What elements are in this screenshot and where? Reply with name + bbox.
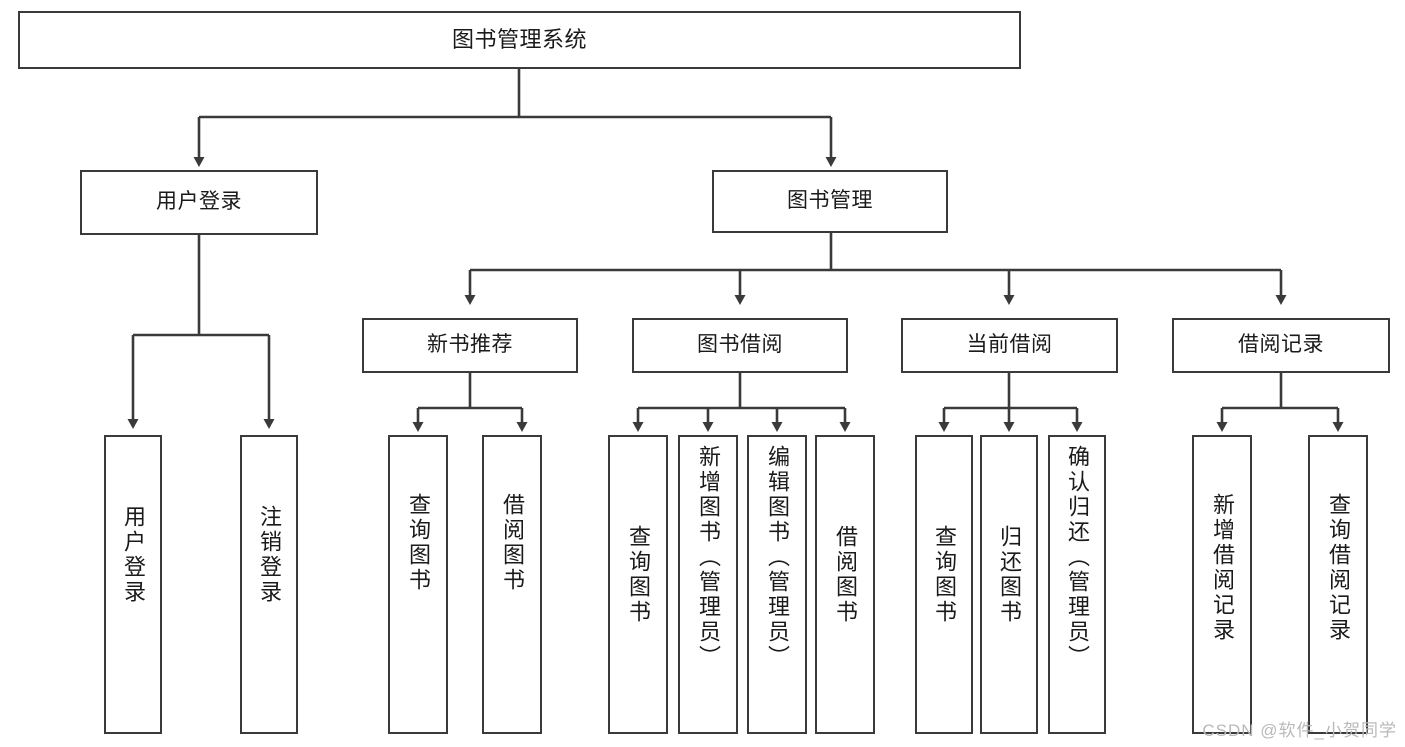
node-label: 图书管理系统 [451, 27, 587, 53]
leaf-current-confirm-return-admin[interactable]: 确认归还（管理员） [1048, 435, 1106, 734]
leaf-borrow-add-book-admin[interactable]: 新增图书（管理员） [678, 435, 738, 734]
watermark-text: CSDN @软件_小贺同学 [1202, 721, 1397, 740]
node-label: 用户登录 [156, 190, 242, 214]
node-label: 查询图书 [932, 525, 957, 625]
node-label: 图书管理 [787, 189, 873, 213]
node-label: 查询图书 [406, 493, 431, 593]
leaf-current-return-book[interactable]: 归还图书 [980, 435, 1038, 734]
node-label: 当前借阅 [966, 333, 1053, 357]
node-label: 注销登录 [257, 505, 282, 605]
node-label: 编辑图书（管理员） [765, 445, 790, 670]
leaf-record-query-borrow-record[interactable]: 查询借阅记录 [1308, 435, 1368, 734]
node-label: 归还图书 [997, 525, 1022, 625]
leaf-current-query-book[interactable]: 查询图书 [915, 435, 973, 734]
node-label: 新增借阅记录 [1210, 493, 1235, 643]
node-book-management[interactable]: 图书管理 [712, 170, 948, 233]
node-label: 新增图书（管理员） [696, 445, 721, 670]
leaf-recommend-borrow-book[interactable]: 借阅图书 [482, 435, 542, 734]
node-borrow-record[interactable]: 借阅记录 [1172, 318, 1390, 373]
leaf-record-add-borrow-record[interactable]: 新增借阅记录 [1192, 435, 1252, 734]
node-label: 确认归还（管理员） [1065, 445, 1090, 670]
node-label: 用户登录 [121, 505, 146, 605]
node-label: 图书借阅 [697, 333, 783, 357]
node-current-borrow[interactable]: 当前借阅 [901, 318, 1118, 373]
node-book-borrow[interactable]: 图书借阅 [632, 318, 848, 373]
leaf-borrow-edit-book-admin[interactable]: 编辑图书（管理员） [747, 435, 807, 734]
node-label: 借阅图书 [833, 525, 858, 625]
leaf-borrow-query-book[interactable]: 查询图书 [608, 435, 668, 734]
leaf-recommend-query-book[interactable]: 查询图书 [388, 435, 448, 734]
node-new-book-recommend[interactable]: 新书推荐 [362, 318, 578, 373]
node-label: 借阅图书 [500, 493, 525, 593]
node-label: 查询借阅记录 [1326, 493, 1351, 643]
node-label: 借阅记录 [1238, 333, 1324, 357]
node-root-system[interactable]: 图书管理系统 [18, 11, 1021, 69]
node-user-login[interactable]: 用户登录 [80, 170, 318, 235]
leaf-borrow-borrow-book[interactable]: 借阅图书 [815, 435, 875, 734]
node-label: 查询图书 [626, 525, 651, 625]
leaf-user-login[interactable]: 用户登录 [104, 435, 162, 734]
leaf-user-logout[interactable]: 注销登录 [240, 435, 298, 734]
node-label: 新书推荐 [427, 333, 513, 357]
